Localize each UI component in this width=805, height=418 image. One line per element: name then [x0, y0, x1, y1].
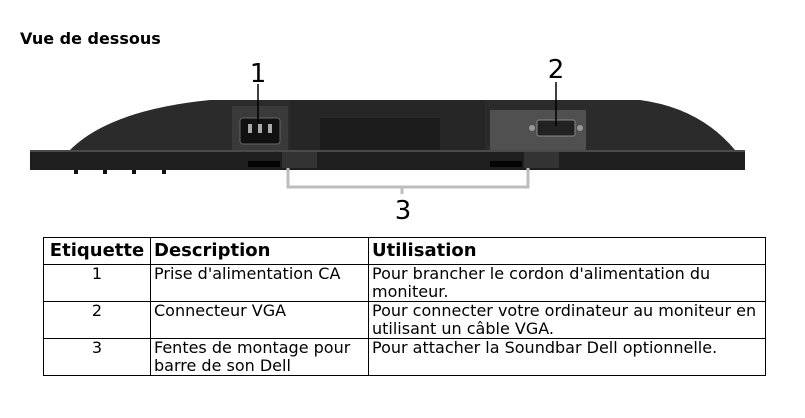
monitor-illustration: 1 2 3	[30, 55, 745, 226]
header-label: Etiquette	[43, 237, 151, 265]
row-usage: Pour brancher le cordon d'alimentation d…	[368, 264, 766, 302]
callout-2-label: 2	[548, 55, 565, 85]
monitor-front-bezel	[30, 150, 745, 170]
row-label: 1	[43, 264, 151, 302]
bezel-highlight	[30, 150, 745, 152]
page-title: Vue de dessous	[20, 29, 161, 48]
row-label: 2	[43, 301, 151, 339]
row-description: Fentes de montage pour barre de son Dell	[150, 338, 369, 376]
monitor-bottom-view-figure: 1 2 3	[30, 55, 745, 226]
callout-1-label: 1	[250, 59, 267, 89]
row-usage: Pour attacher la Soundbar Dell optionnel…	[368, 338, 766, 376]
ac-pin-center	[258, 124, 262, 133]
bezel-button	[74, 170, 78, 174]
soundbar-slot-tab-right	[524, 152, 559, 168]
row-description: Connecteur VGA	[150, 301, 369, 339]
callout-3-label: 3	[395, 196, 412, 226]
ac-pin-right	[268, 124, 272, 133]
table-row: 2 Connecteur VGA Pour connecter votre or…	[43, 301, 766, 339]
vga-screw-right	[577, 125, 583, 131]
row-usage: Pour connecter votre ordinateur au monit…	[368, 301, 766, 339]
stand-mount-block	[320, 118, 440, 150]
bezel-button	[162, 170, 166, 174]
bezel-button	[103, 170, 107, 174]
row-description: Prise d'alimentation CA	[150, 264, 369, 302]
spec-table: Etiquette Description Utilisation 1 Pris…	[43, 237, 766, 376]
soundbar-slot-left	[248, 161, 280, 167]
header-description: Description	[150, 237, 369, 265]
table-row: 1 Prise d'alimentation CA Pour brancher …	[43, 264, 766, 302]
ac-pin-left	[248, 124, 252, 133]
table-row: 3 Fentes de montage pour barre de son De…	[43, 338, 766, 376]
soundbar-slot-right	[490, 161, 522, 167]
row-label: 3	[43, 338, 151, 376]
soundbar-slot-tab-left	[282, 152, 317, 168]
bezel-button	[132, 170, 136, 174]
callout-3-bracket	[286, 168, 530, 194]
vga-screw-left	[529, 125, 535, 131]
table-header-row: Etiquette Description Utilisation	[43, 237, 766, 265]
header-usage: Utilisation	[368, 237, 766, 265]
